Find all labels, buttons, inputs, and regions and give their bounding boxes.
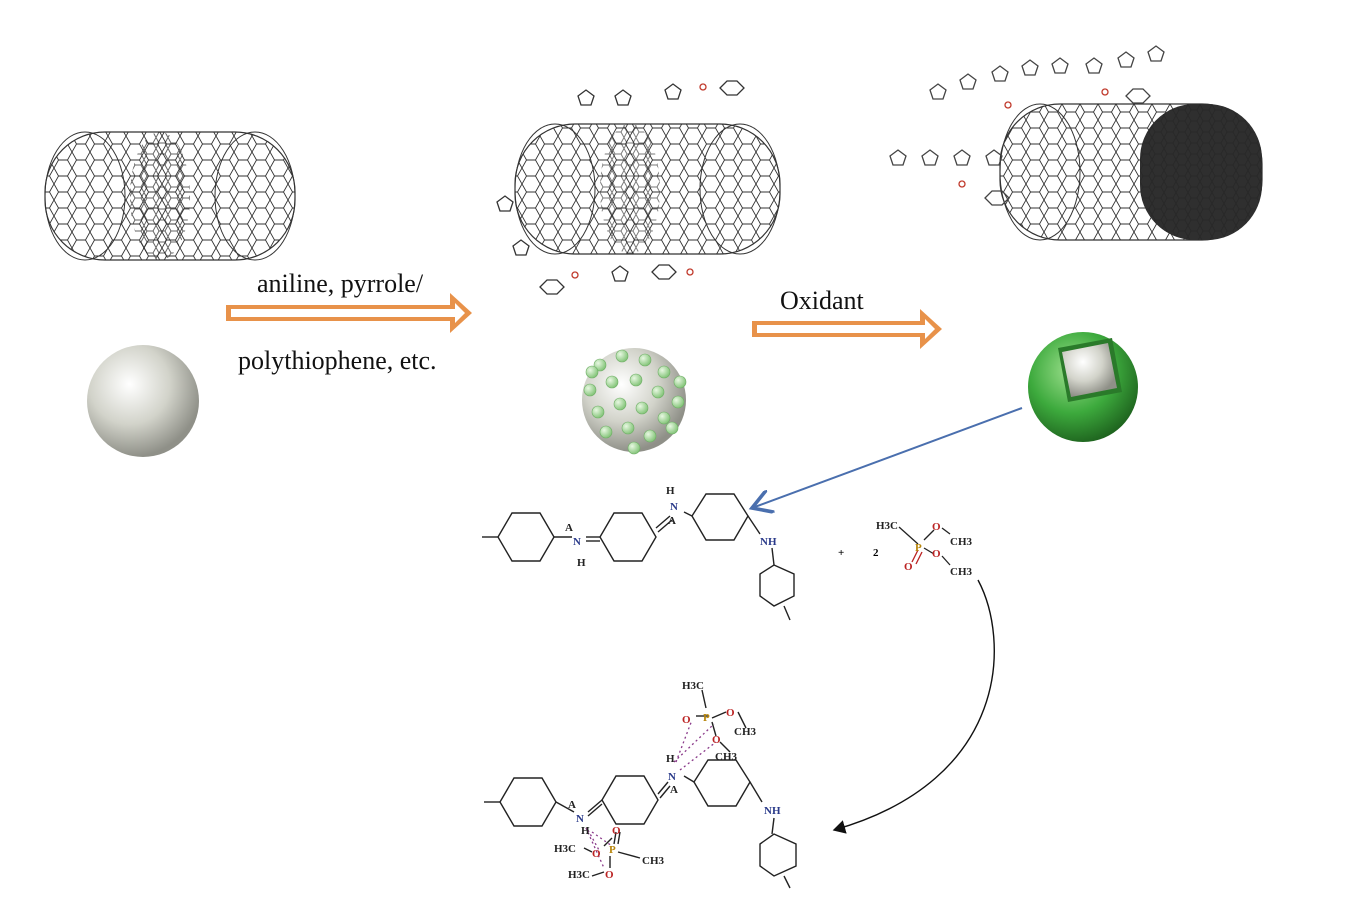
reaction-curve-arrow <box>832 579 995 834</box>
adsorbed-monomer-dot <box>643 429 657 443</box>
oxidant-label: Oxidant <box>780 286 865 315</box>
process-arrow-2 <box>752 309 942 349</box>
adsorbed-monomer-dot <box>591 405 605 419</box>
complex-o-bottom-2: O <box>592 848 601 860</box>
complex-h3c-bottom-2: H3C <box>568 869 590 881</box>
dmmp-h3c: H3C <box>876 520 898 532</box>
complex-atom-labels: H3C O P O O CH3 CH3 H N A NH A N H O P H… <box>554 680 781 881</box>
coated-nanotube <box>999 103 1263 241</box>
dmmp-ch3-2: CH3 <box>950 566 973 578</box>
adsorbed-monomer-dot <box>599 425 613 439</box>
adsorbed-monomer-dot <box>629 373 643 387</box>
complex-h3c-bottom-1: H3C <box>554 843 576 855</box>
n-plus-label-1: N <box>573 536 581 548</box>
adsorbed-monomer-dot <box>605 375 619 389</box>
adsorbed-monomer-dot <box>671 395 685 409</box>
monomer-molecules <box>496 80 745 295</box>
polypyrrole-chains <box>889 45 1165 206</box>
complex-p-top: P <box>703 712 710 724</box>
polyaniline-atom-labels: A N H H N A NH <box>565 485 777 569</box>
adsorbed-monomer-dot <box>585 365 599 379</box>
complex-o-top-1: O <box>682 714 691 726</box>
adsorbed-monomer-dot <box>651 385 665 399</box>
adsorbed-monomer-dot <box>615 349 629 363</box>
adsorbed-monomer-dot <box>638 353 652 367</box>
anion-label-2: A <box>668 515 676 527</box>
reagent-label-line2: polythiophene, etc. <box>238 346 437 375</box>
adsorbed-monomer-dot <box>657 411 671 425</box>
adsorbed-monomer-dot <box>673 375 687 389</box>
complex-a-bottom: A <box>568 799 576 811</box>
dmmp-ch3-1: CH3 <box>950 536 973 548</box>
adsorbed-monomer-dot <box>635 401 649 415</box>
complex-o-top-3: O <box>712 734 721 746</box>
complex-p-bottom: P <box>609 844 616 856</box>
stoich-coefficient: 2 <box>873 547 879 559</box>
blue-pointer-arrow <box>752 407 1023 508</box>
adsorbed-monomer-dot <box>627 441 641 455</box>
dmmp-atom-labels: H3C P O O O CH3 CH3 <box>876 520 973 578</box>
plus-sign: + <box>838 547 844 559</box>
complex-h-bottom: H <box>581 825 590 837</box>
adsorbed-monomer-dot <box>657 365 671 379</box>
dmmp-o-2: O <box>932 548 941 560</box>
complex-n-bottom: N <box>576 813 584 825</box>
complex-ch3-top-1: CH3 <box>734 726 757 738</box>
adsorbed-monomer-dot <box>613 397 627 411</box>
h-label-1: H <box>577 557 586 569</box>
dmmp-o-1: O <box>932 521 941 533</box>
process-arrow-1 <box>226 293 472 333</box>
complex-n-top: N <box>668 771 676 783</box>
complex-o-top-2: O <box>726 707 735 719</box>
adsorbed-monomer-dot <box>621 421 635 435</box>
complex-ch3-bottom: CH3 <box>642 855 665 867</box>
nh-label: NH <box>760 536 777 548</box>
polyaniline-dmmp-complex <box>484 689 797 889</box>
complex-h3c-top: H3C <box>682 680 704 692</box>
adsorbed-monomer-dot <box>665 421 679 435</box>
complex-o-bottom-3: O <box>605 869 614 881</box>
hydrogen-bonds <box>585 719 717 869</box>
monomer-adsorbed-sphere <box>582 348 687 455</box>
anion-label-1: A <box>565 522 573 534</box>
reagent-label-line1: aniline, pyrrole/ <box>257 269 424 298</box>
adsorbed-monomer-dot <box>583 383 597 397</box>
doped-polyaniline-structure <box>482 493 795 621</box>
complex-h-top: H <box>666 753 675 765</box>
carbon-nanotube-2 <box>514 123 781 255</box>
adsorbed-monomer-dot <box>593 358 607 372</box>
h-label-2: H <box>666 485 675 497</box>
core-shell-sphere <box>1028 332 1138 442</box>
complex-o-bottom-1: O <box>612 825 621 837</box>
dmmp-molecule <box>898 526 951 566</box>
n-plus-label-2: N <box>670 501 678 513</box>
carbon-nanotube-1 <box>44 131 296 261</box>
complex-ch3-top-2: CH3 <box>715 751 738 763</box>
dmmp-p: P <box>915 542 922 554</box>
complex-a-top: A <box>670 784 678 796</box>
complex-nh: NH <box>764 805 781 817</box>
dmmp-o-3: O <box>904 561 913 573</box>
bare-core-sphere <box>87 345 199 457</box>
